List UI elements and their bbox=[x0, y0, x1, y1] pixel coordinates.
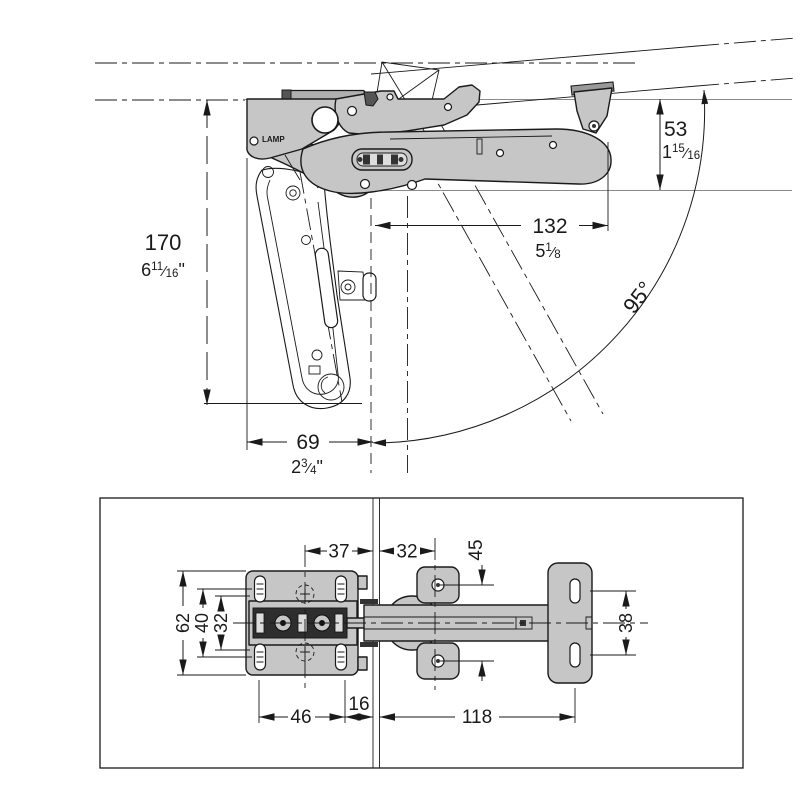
lid-top-surface-extension bbox=[696, 37, 797, 47]
dim-plate-slots-38: 38 bbox=[590, 590, 636, 656]
brand-logo: LAMP bbox=[262, 135, 285, 144]
link-hook bbox=[363, 91, 379, 107]
dim-slot-rows-40: 40 bbox=[192, 588, 252, 658]
svg-text:45: 45 bbox=[466, 539, 487, 560]
opening-angle-label: 95° bbox=[618, 277, 658, 319]
arm-hole-2 bbox=[285, 185, 301, 201]
arm-stop-top bbox=[360, 599, 378, 604]
side-elevation-view: 95° LAMP bbox=[95, 37, 797, 477]
svg-text:46: 46 bbox=[290, 707, 311, 728]
dim-channel-32: 32 bbox=[211, 595, 250, 651]
svg-text:37: 37 bbox=[328, 542, 349, 563]
door-arm-phantom bbox=[255, 166, 377, 410]
svg-text:16: 16 bbox=[348, 694, 369, 715]
dim-depth-69: 69 23⁄4" bbox=[246, 158, 373, 477]
plan-centerlines bbox=[233, 538, 648, 690]
main-arm bbox=[300, 128, 612, 195]
arm-hole-3 bbox=[301, 235, 311, 245]
plan-frame bbox=[99, 497, 744, 769]
svg-text:32: 32 bbox=[211, 613, 231, 633]
lid-bracket bbox=[573, 87, 613, 134]
svg-text:40: 40 bbox=[192, 613, 212, 633]
dim-arm-118: 118 bbox=[379, 688, 576, 728]
end-plate-slot-bottom bbox=[569, 642, 581, 668]
link-hole-3 bbox=[443, 102, 453, 112]
arm-slot bbox=[314, 247, 339, 329]
dim-depth-mm: 69 bbox=[296, 431, 319, 454]
arm-hole-d bbox=[548, 140, 558, 150]
svg-text:38: 38 bbox=[616, 613, 636, 633]
dim-height-in: 611⁄16" bbox=[141, 260, 185, 280]
arc-arrowhead-bottom bbox=[372, 439, 386, 447]
adjuster-slot bbox=[351, 148, 413, 171]
arm-end-boss bbox=[317, 373, 345, 401]
stay-mechanism: LAMP bbox=[246, 81, 615, 198]
plan-dimensions: 37 32 45 62 4 bbox=[173, 539, 636, 728]
arc-arrowhead-top bbox=[701, 90, 709, 105]
arm-hole-4 bbox=[311, 349, 323, 361]
link-hole-2 bbox=[386, 93, 394, 101]
follower-wedge bbox=[337, 270, 377, 302]
arm-inner-contour bbox=[266, 179, 339, 395]
dim-drop-mm: 53 bbox=[664, 118, 687, 141]
arm-pin bbox=[476, 138, 483, 155]
lid-bottom-surface-extension bbox=[696, 77, 797, 87]
svg-text:32: 32 bbox=[396, 542, 417, 563]
dim-height-mm: 170 bbox=[145, 230, 182, 255]
end-plate-slot-top bbox=[569, 578, 581, 604]
link-hole-1 bbox=[346, 105, 358, 117]
follower-roller bbox=[362, 272, 377, 302]
dim-slot-cols-46: 46 bbox=[258, 680, 346, 728]
arm-hole-c bbox=[495, 148, 505, 158]
arm-notch bbox=[308, 365, 321, 375]
arm-stop-bottom bbox=[360, 642, 378, 647]
plate-tab-top bbox=[357, 575, 368, 590]
dim-reach-in: 51⁄8 bbox=[535, 241, 560, 261]
lid-top-surface-line bbox=[370, 45, 698, 75]
dim-body-width-62: 62 bbox=[173, 570, 246, 676]
arm-hole-a bbox=[359, 178, 371, 190]
plate-tab-bottom bbox=[357, 656, 368, 671]
dim-offset-37: 37 bbox=[305, 541, 373, 563]
plan-view: 37 32 45 62 4 bbox=[99, 497, 744, 769]
dim-panel-to-hinge-32: 32 bbox=[379, 541, 435, 563]
dim-drop-53: 53 115⁄16 bbox=[656, 99, 700, 190]
bracket-screw-hole bbox=[249, 136, 259, 146]
dim-flange-holes-45: 45 bbox=[440, 539, 494, 681]
svg-text:62: 62 bbox=[173, 613, 193, 633]
dim-reach-132: 132 51⁄8 bbox=[375, 142, 609, 261]
dim-reach-mm: 132 bbox=[532, 215, 567, 238]
dim-depth-in: 23⁄4" bbox=[291, 457, 323, 477]
opening-angle-arc bbox=[380, 89, 706, 444]
arm-hole-b bbox=[406, 179, 418, 191]
dim-panel-16: 16 bbox=[345, 694, 373, 721]
dim-height-170: 170 611⁄16" bbox=[141, 100, 362, 405]
dim-drop-in: 115⁄16 bbox=[662, 142, 700, 162]
arm-end-slot bbox=[320, 376, 329, 394]
pivot-boss bbox=[311, 106, 339, 134]
screw-slots bbox=[253, 575, 348, 671]
svg-text:118: 118 bbox=[462, 707, 492, 728]
arm-hole-1 bbox=[262, 166, 274, 178]
